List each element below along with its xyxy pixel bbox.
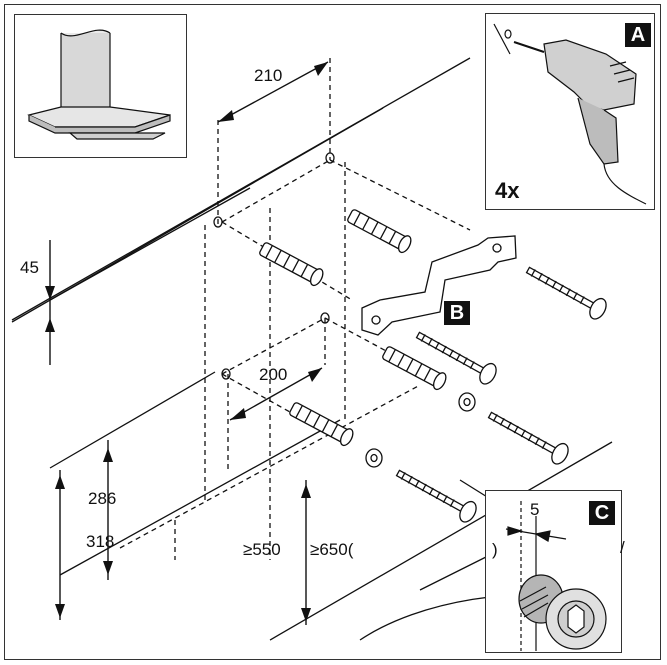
arrow-650-top (301, 484, 311, 498)
screw-4 (395, 469, 477, 523)
screw-3 (487, 411, 569, 465)
hood-illustration (27, 29, 171, 140)
hole-axis-top (221, 159, 331, 223)
mid-line (49, 187, 251, 301)
screws (395, 266, 607, 523)
paren-mark: ) (492, 540, 498, 559)
bracket-hole-left (371, 315, 381, 325)
wall-edge-line (11, 57, 471, 321)
wall-plug-4 (289, 402, 354, 447)
arrow-318-top (55, 475, 65, 489)
dimension-5: 5 (530, 500, 540, 519)
lower-line (59, 419, 341, 576)
washer-1-hole (463, 397, 471, 407)
screw-1 (525, 266, 607, 320)
arrow-286-bottom (103, 561, 113, 575)
dimension-45: 45 (20, 258, 39, 277)
slash-mark: / (620, 538, 625, 557)
dim-210-line (217, 61, 329, 123)
arrow-45-top (45, 286, 55, 300)
arrow-200-right (308, 368, 322, 382)
arrow-200-left (230, 408, 246, 420)
wall-plug-2 (347, 209, 412, 254)
drill-count-label: 4x (495, 178, 520, 203)
arrow-650-bottom (301, 608, 311, 622)
mounting-bracket (361, 235, 517, 336)
arrow-210-left (218, 110, 234, 122)
dimension-550: ≥550 (243, 540, 281, 559)
hole-axis-bottom (221, 317, 326, 375)
dimension-318: 318 (86, 532, 115, 551)
guide-bottom-diag (119, 384, 421, 549)
screw-detail-illustration (505, 501, 607, 651)
guide-diag-2 (329, 159, 471, 231)
hole-bottom-right (320, 312, 330, 324)
label-c-badge: C (588, 500, 616, 526)
bracket-hole-right (492, 243, 502, 253)
hole-top-right (325, 152, 335, 164)
screw-2 (415, 331, 497, 385)
label-a-badge: A (624, 22, 652, 48)
wall-plug-1 (259, 242, 324, 287)
dimension-200: 200 (259, 365, 288, 384)
lower-reference-line (49, 371, 216, 469)
arrow-318-bottom (55, 604, 65, 618)
hole-bottom-left (221, 368, 231, 380)
wall-plug-3 (382, 346, 447, 391)
washer-2 (365, 448, 383, 468)
dimension-210: 210 (254, 66, 283, 85)
dimension-286: 286 (88, 489, 117, 508)
arrow-45-bottom (45, 318, 55, 332)
washer-1 (458, 392, 476, 412)
wall-plugs (259, 209, 447, 447)
drill-illustration (493, 23, 647, 205)
hood-inset (14, 14, 187, 158)
dimension-650: ≥650( (310, 540, 354, 559)
hole-top-left (213, 216, 223, 228)
screw-detail-inset (485, 490, 622, 653)
arrow-210-right (314, 62, 328, 76)
floor-line (269, 441, 613, 641)
dim-200-line (229, 367, 323, 421)
arrow-286-top (103, 448, 113, 462)
washer-2-hole (370, 453, 378, 463)
label-b-badge: B (443, 300, 471, 326)
